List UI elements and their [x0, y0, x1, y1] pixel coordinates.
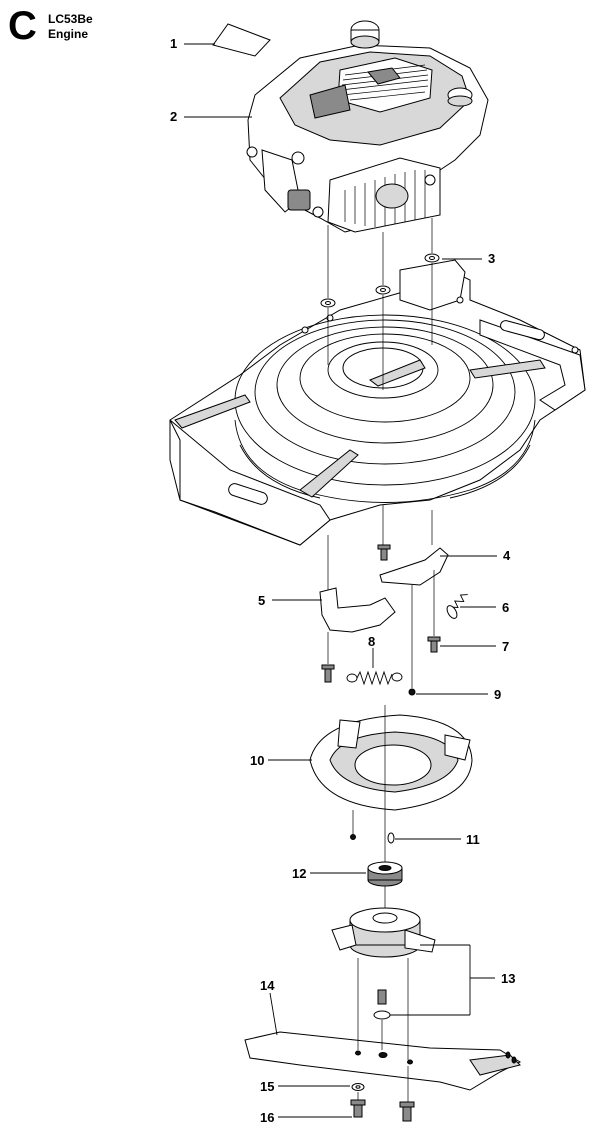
callout-11: 11 [466, 832, 480, 847]
callout-2: 2 [170, 109, 177, 124]
blade-clutch-part [331, 907, 436, 1020]
part-group-name: Engine [48, 27, 89, 41]
blade-part [244, 1031, 522, 1091]
callout-7: 7 [502, 639, 509, 654]
callout-4: 4 [503, 548, 511, 563]
brake-lever-part [379, 547, 449, 586]
spring-long-part [346, 670, 403, 686]
callout-6: 6 [502, 600, 509, 615]
small-washer-part [387, 832, 395, 844]
callout-5: 5 [258, 593, 265, 608]
leader-lines [184, 43, 497, 1118]
decal-part [212, 23, 271, 57]
section-letter: C [8, 4, 37, 48]
assembly-lines [327, 218, 435, 1102]
blade-washer-part [351, 1083, 365, 1091]
callout-15: 15 [260, 1079, 274, 1094]
callout-10: 10 [250, 753, 264, 768]
callout-1: 1 [170, 36, 177, 51]
model-name: LC53Be [48, 12, 93, 26]
blade-bolt-parts [350, 1099, 415, 1122]
blade-housing-part [309, 714, 473, 840]
bracket-part [319, 587, 396, 633]
mower-deck [169, 259, 586, 546]
spring-small-part [446, 594, 468, 619]
callout-13: 13 [501, 971, 515, 986]
engine-part [246, 20, 489, 233]
callout-3: 3 [488, 251, 495, 266]
callout-9: 9 [494, 687, 501, 702]
bolt-parts [321, 544, 441, 696]
washer-parts [320, 253, 440, 308]
callout-14: 14 [260, 978, 275, 993]
bushing-part [367, 861, 403, 887]
callout-8: 8 [368, 634, 375, 649]
callout-12: 12 [292, 866, 306, 881]
callout-16: 16 [260, 1110, 274, 1125]
